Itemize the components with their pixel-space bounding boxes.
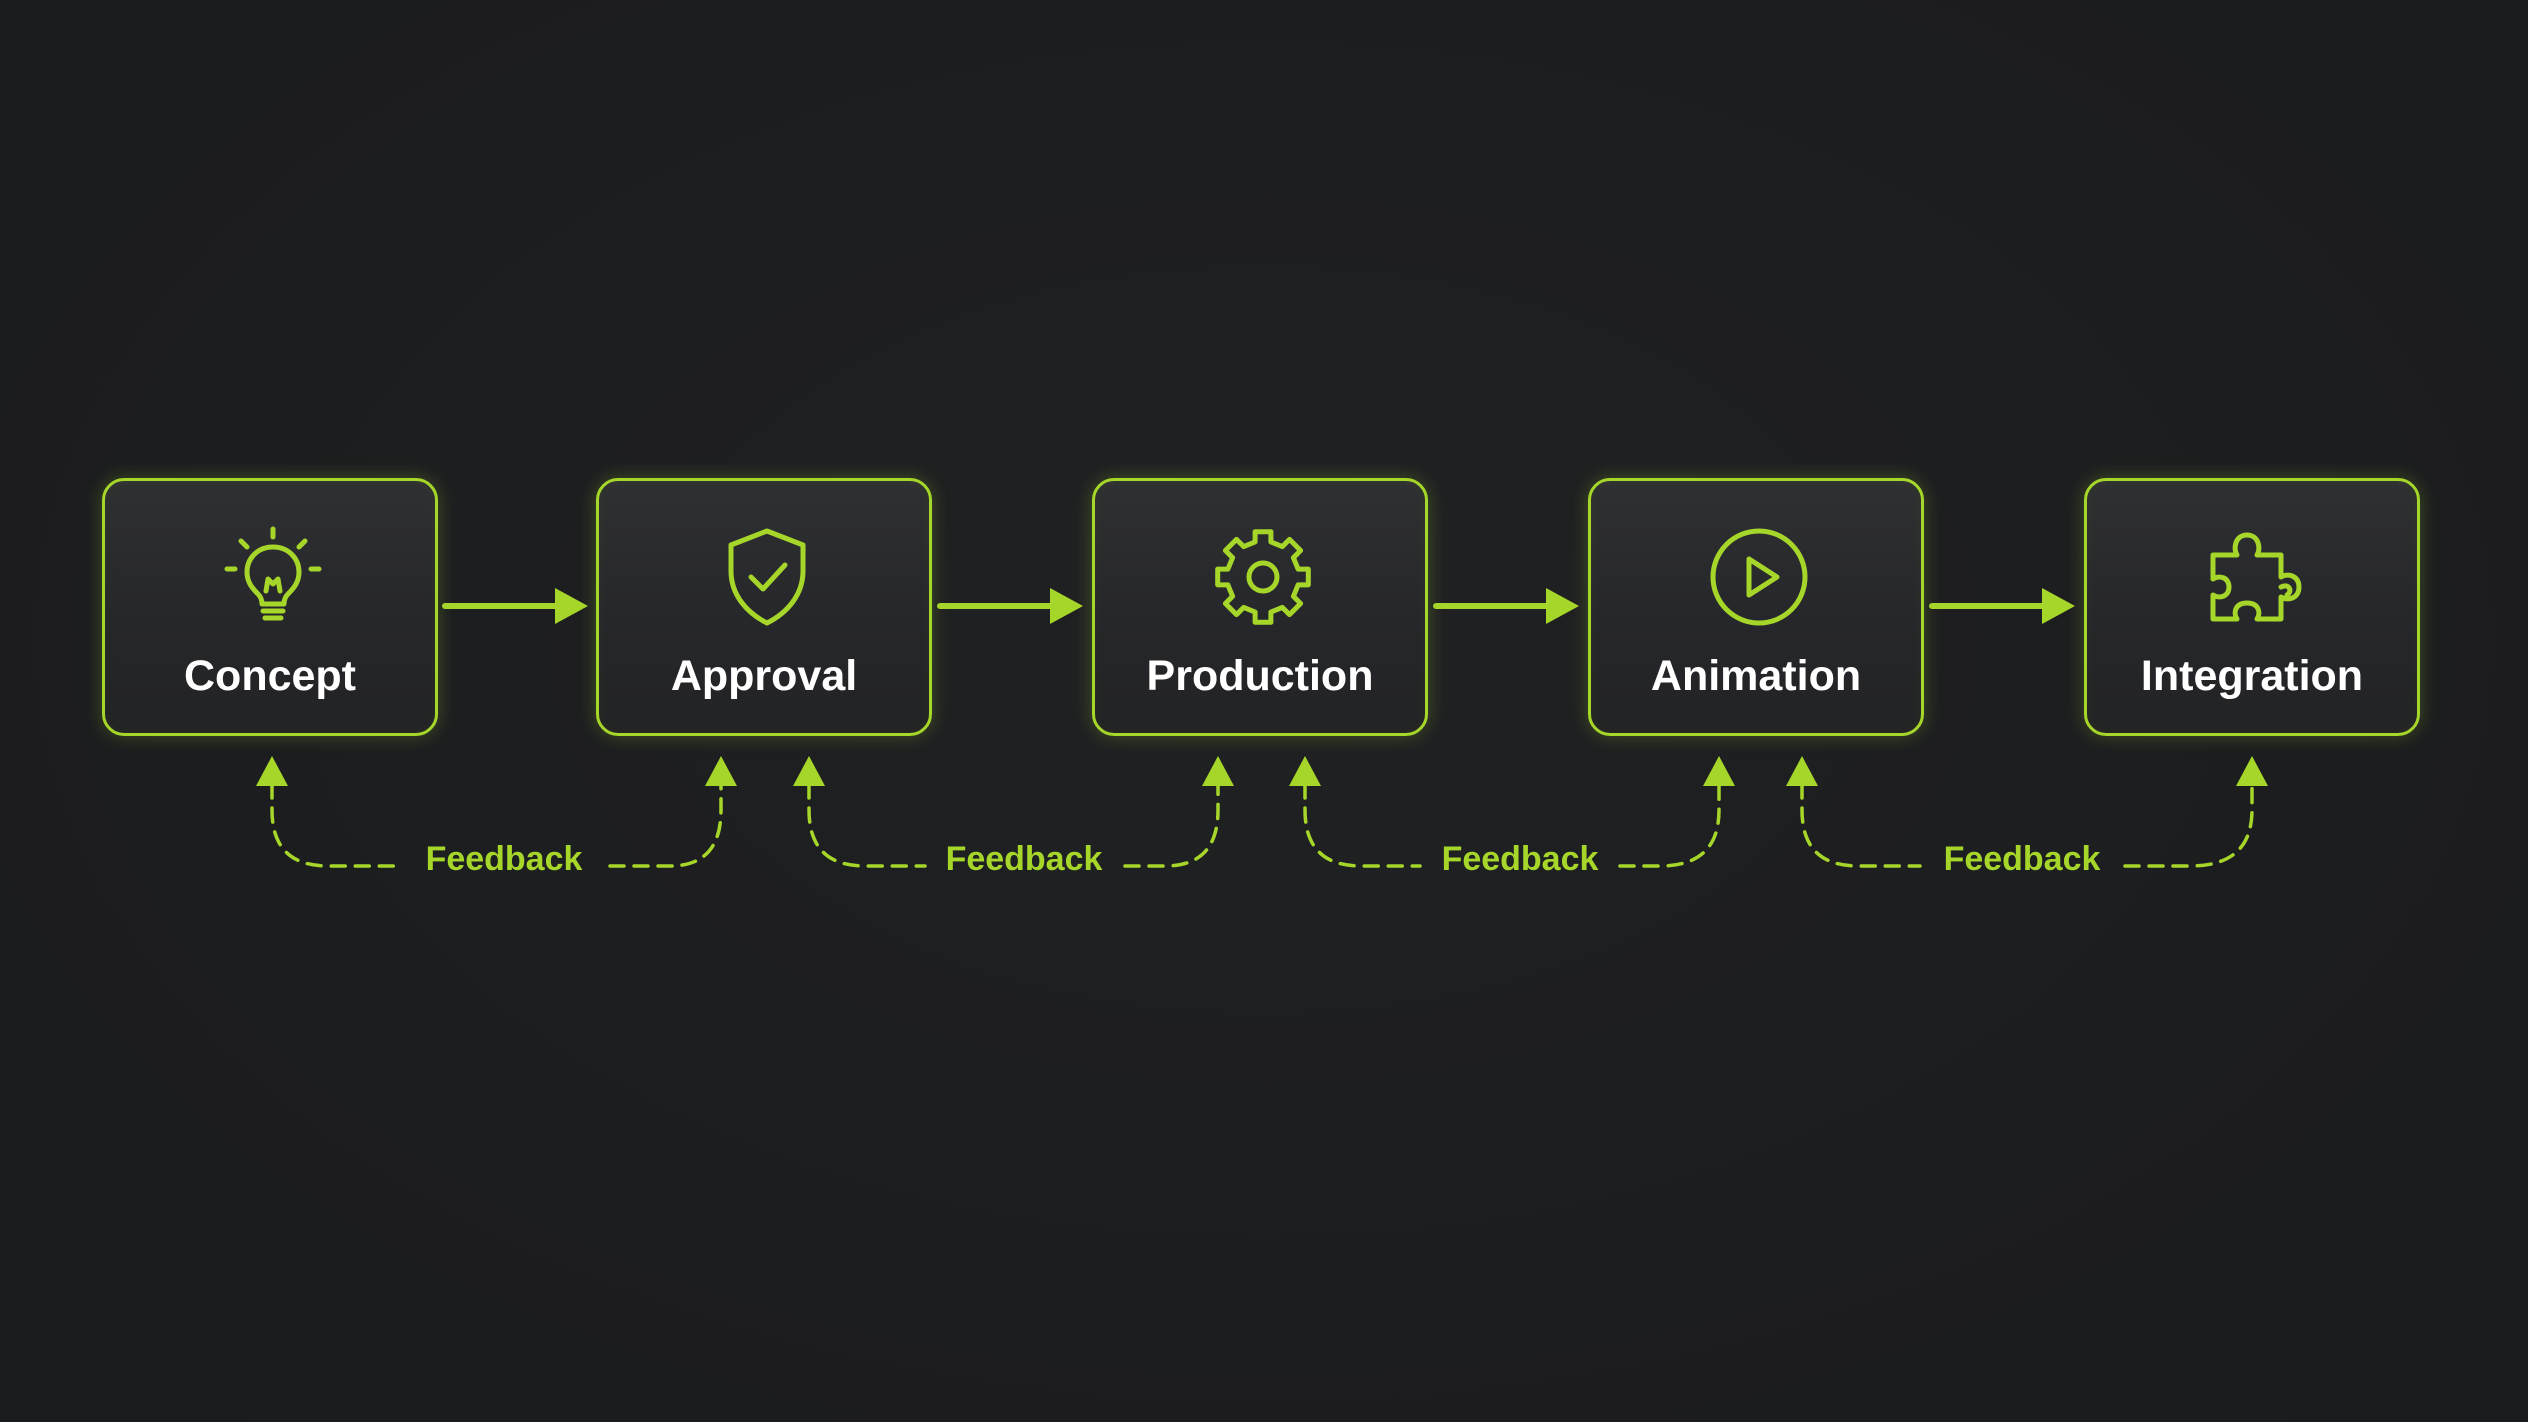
feedback-arrowhead-integration (2236, 756, 2268, 786)
gear-icon (1211, 525, 1315, 629)
play-circle-icon (1707, 525, 1811, 629)
feedback-arrowhead-animation-left (1786, 756, 1818, 786)
lightbulb-icon (221, 525, 325, 629)
flow-arrowhead-animation (1546, 588, 1579, 624)
stage-label-integration: Integration (2140, 652, 2364, 700)
feedback-label-2: Feedback (945, 840, 1103, 878)
stage-box-concept: Concept (102, 478, 438, 736)
stage-box-integration: Integration (2084, 478, 2420, 736)
feedback-loop-1-path (270, 782, 723, 868)
flow-arrowhead-integration (2042, 588, 2075, 624)
stage-box-approval: Approval (596, 478, 932, 736)
stage-label-concept: Concept (184, 652, 356, 700)
flow-arrowhead-approval (555, 588, 588, 624)
feedback-arrowhead-concept (256, 756, 288, 786)
feedback-label-4: Feedback (1943, 840, 2101, 878)
stage-label-production: Production (1146, 652, 1374, 700)
feedback-arrowhead-production-left (1289, 756, 1321, 786)
stage-label-animation: Animation (1650, 652, 1862, 700)
feedback-loop-2-path (807, 782, 1220, 868)
feedback-label-1: Feedback (425, 840, 583, 878)
feedback-label-3: Feedback (1441, 840, 1599, 878)
stage-box-animation: Animation (1588, 478, 1924, 736)
feedback-arrowhead-approval-right (705, 756, 737, 786)
feedback-loop-3-path (1303, 782, 1721, 868)
feedback-arrowhead-production-right (1202, 756, 1234, 786)
puzzle-piece-icon (2203, 525, 2307, 629)
feedback-arrowhead-approval-left (793, 756, 825, 786)
feedback-loop-4-path (1800, 782, 2254, 868)
shield-check-icon (715, 525, 819, 629)
feedback-arrowhead-animation-right (1703, 756, 1735, 786)
stage-box-production: Production (1092, 478, 1428, 736)
flow-arrowhead-production (1050, 588, 1083, 624)
stage-label-approval: Approval (670, 652, 858, 700)
